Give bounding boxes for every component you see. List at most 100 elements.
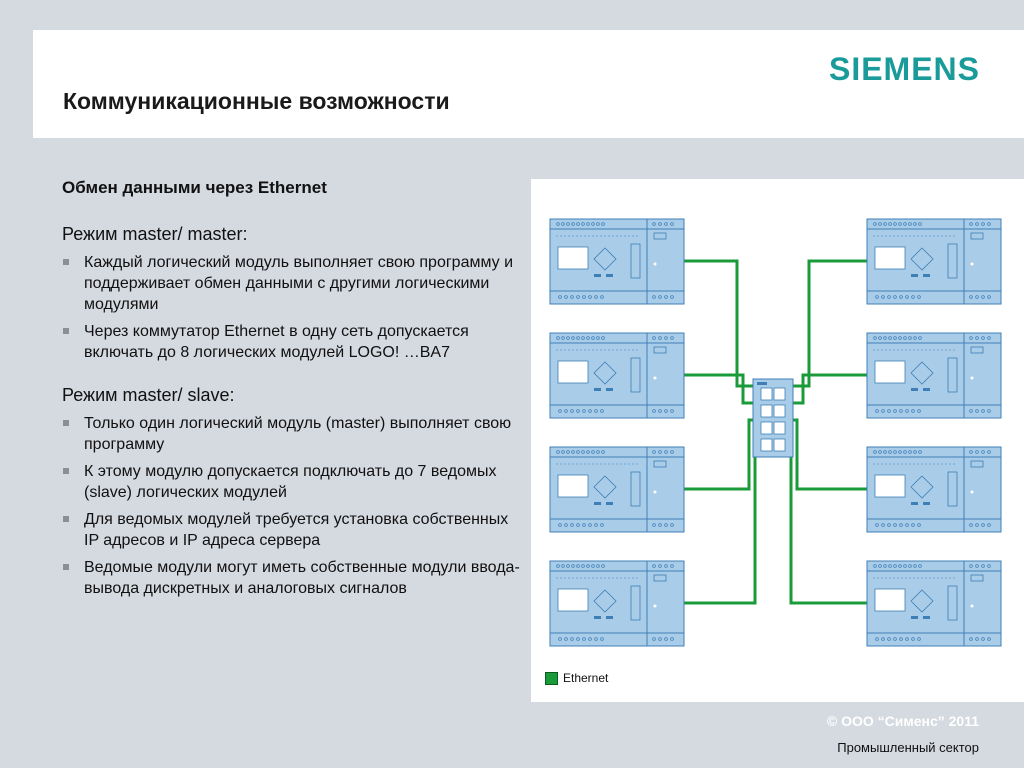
mode-master-slave-list: Только один логический модуль (master) в…	[62, 413, 522, 599]
terminal-dot	[670, 564, 674, 568]
list-item: Каждый логический модуль выполняет свою …	[62, 252, 522, 315]
terminal-dot	[586, 450, 590, 454]
terminal-dot	[987, 637, 991, 641]
terminal-dot	[905, 637, 909, 641]
terminal-dot	[670, 637, 674, 641]
terminal-dot	[975, 409, 979, 413]
terminal-dot	[987, 450, 991, 454]
terminal-dot	[664, 637, 668, 641]
terminal-dot	[596, 564, 600, 568]
terminal-dot	[652, 222, 656, 226]
terminal-dot	[558, 523, 562, 527]
terminal-dot	[571, 336, 575, 340]
terminal-dot	[576, 295, 580, 299]
terminal-dot	[652, 523, 656, 527]
status-led	[653, 604, 657, 608]
switch-port	[760, 438, 773, 452]
terminal-dot	[883, 450, 887, 454]
terminal-dot	[588, 409, 592, 413]
key	[911, 502, 918, 505]
terminal-dot	[601, 336, 605, 340]
terminal-dot	[581, 336, 585, 340]
terminal-dot	[873, 336, 877, 340]
module-slot	[947, 585, 958, 621]
terminal-dot	[658, 450, 662, 454]
terminal-dot	[911, 523, 915, 527]
ethernet-switch	[752, 378, 794, 458]
terminal-dot	[893, 336, 897, 340]
terminal-dot	[899, 523, 903, 527]
terminal-dot	[975, 450, 979, 454]
key	[923, 274, 930, 277]
terminal-dot	[917, 637, 921, 641]
terminal-dot	[888, 564, 892, 568]
copyright: © ООО “Сименс” 2011	[826, 713, 979, 729]
terminal-dot	[570, 409, 574, 413]
terminal-dot	[969, 450, 973, 454]
terminal-dot	[670, 336, 674, 340]
terminal-dot	[878, 336, 882, 340]
legend: Ethernet	[545, 671, 608, 685]
terminal-dot	[903, 564, 907, 568]
status-led	[970, 376, 974, 380]
terminal-dot	[594, 295, 598, 299]
terminal-dot	[561, 222, 565, 226]
terminal-dot	[591, 336, 595, 340]
terminal-dot	[987, 564, 991, 568]
switch-port	[773, 421, 786, 435]
terminal-dot	[591, 564, 595, 568]
key	[606, 274, 613, 277]
terminal-dot	[664, 409, 668, 413]
terminal-dot	[596, 336, 600, 340]
list-item: Для ведомых модулей требуется установка …	[62, 509, 522, 551]
terminal-dot	[564, 637, 568, 641]
terminal-dot	[558, 295, 562, 299]
terminal-dot	[596, 222, 600, 226]
status-led	[653, 490, 657, 494]
key	[594, 388, 601, 391]
terminal-dot	[975, 564, 979, 568]
switch-label	[757, 382, 767, 385]
mode-master-slave-title: Режим master/ slave:	[62, 385, 235, 405]
module-slot	[947, 357, 958, 393]
terminal-dot	[975, 523, 979, 527]
terminal-dot	[586, 564, 590, 568]
terminal-dot	[566, 222, 570, 226]
key	[911, 274, 918, 277]
terminal-dot	[664, 450, 668, 454]
terminal-dot	[652, 295, 656, 299]
terminal-dot	[652, 450, 656, 454]
terminal-dot	[878, 564, 882, 568]
terminal-dot	[571, 222, 575, 226]
terminal-dot	[911, 295, 915, 299]
terminal-dot	[975, 637, 979, 641]
terminal-dot	[600, 637, 604, 641]
terminal-dot	[566, 336, 570, 340]
terminal-dot	[905, 523, 909, 527]
terminal-dot	[888, 222, 892, 226]
terminal-dot	[582, 295, 586, 299]
list-item: Через коммутатор Ethernet в одну сеть до…	[62, 321, 522, 363]
legend-swatch	[545, 671, 558, 685]
terminal-dot	[658, 295, 662, 299]
terminal-dot	[878, 222, 882, 226]
terminal-dot	[582, 523, 586, 527]
terminal-dot	[987, 409, 991, 413]
module-port	[653, 460, 667, 468]
terminal-dot	[601, 450, 605, 454]
terminal-dot	[981, 336, 985, 340]
terminal-dot	[981, 564, 985, 568]
switch-port	[760, 387, 773, 401]
terminal-dot	[917, 409, 921, 413]
terminal-dot	[878, 450, 882, 454]
terminal-dot	[987, 523, 991, 527]
terminal-dot	[875, 295, 879, 299]
terminal-dot	[576, 336, 580, 340]
terminal-dot	[883, 222, 887, 226]
key	[911, 388, 918, 391]
terminal-dot	[556, 336, 560, 340]
terminal-dot	[981, 295, 985, 299]
terminal-dot	[899, 409, 903, 413]
terminal-dot	[576, 564, 580, 568]
terminal-dot	[893, 222, 897, 226]
